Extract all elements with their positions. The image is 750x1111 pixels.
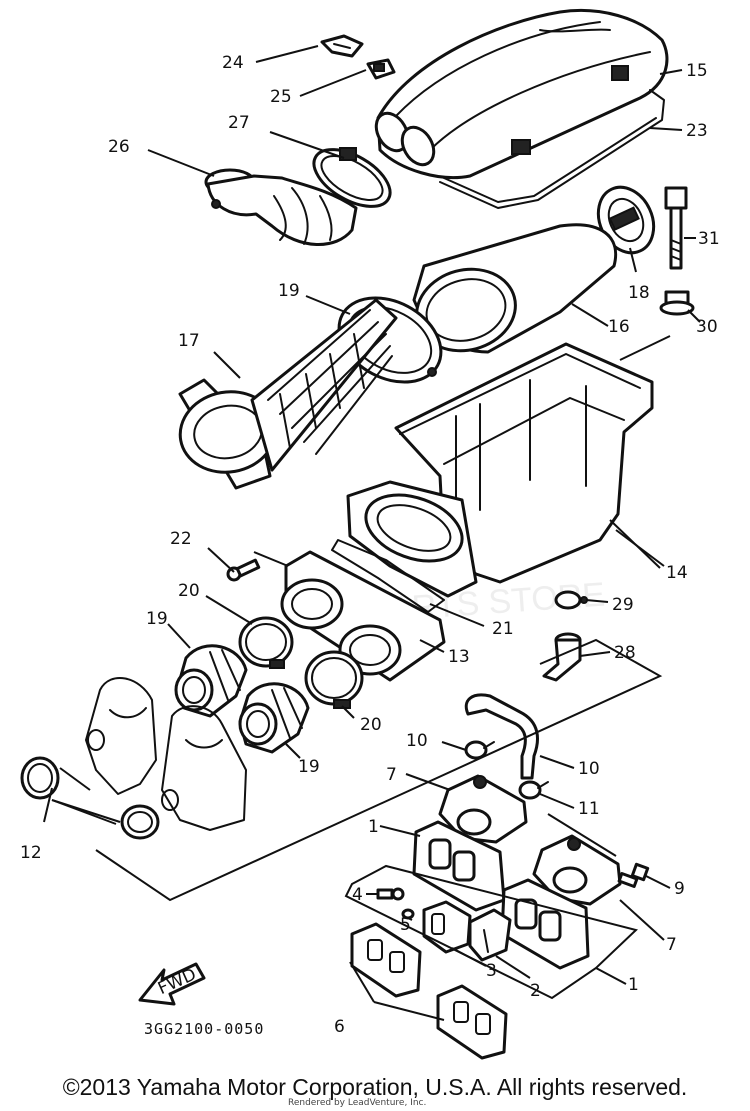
copyright-notice: ©2013 Yamaha Motor Corporation, U.S.A. A… — [62, 1074, 688, 1100]
callout-15[interactable]: 16 — [608, 317, 630, 337]
bolt-part-8[interactable] — [617, 862, 650, 888]
drain-part-28[interactable] — [542, 632, 582, 682]
clamp-part-11-upper[interactable] — [20, 756, 60, 800]
reed-stopper-part-2[interactable] — [468, 908, 512, 962]
callout-30[interactable]: 30 — [696, 317, 718, 337]
callout-1-upper[interactable]: 1 — [368, 817, 379, 837]
clamp-part-11-lower[interactable] — [120, 804, 160, 840]
callout-7-upper[interactable]: 7 — [386, 765, 397, 785]
callout-3[interactable]: 3 — [486, 961, 497, 981]
callout-31[interactable]: 31 — [698, 229, 720, 249]
callout-24[interactable]: 24 — [222, 53, 244, 73]
callout-7-lower[interactable]: 7 — [666, 935, 677, 955]
callout-14[interactable]: 15 — [686, 61, 708, 81]
callout-18[interactable]: 19 — [278, 281, 300, 301]
clip-part-24[interactable] — [320, 34, 364, 58]
carb-boot-part-19-upper[interactable] — [174, 644, 248, 718]
callout-9[interactable]: 10 — [578, 759, 600, 779]
callout-25[interactable]: 25 — [270, 87, 292, 107]
callout-29[interactable]: 29 — [612, 595, 634, 615]
callout-10-upper[interactable]: 10 — [406, 731, 428, 751]
callout-20-lower[interactable]: 20 — [360, 715, 382, 735]
callout-27[interactable]: 27 — [228, 113, 250, 133]
screw-part-22[interactable] — [226, 558, 261, 582]
callout-26[interactable]: 26 — [108, 137, 130, 157]
gasket-part-6-right[interactable] — [436, 984, 508, 1060]
fwd-arrow-label: FWD — [155, 965, 199, 999]
callout-8[interactable]: 9 — [674, 879, 685, 899]
gasket-part-21[interactable] — [331, 539, 445, 613]
cap-seal-part-23[interactable] — [439, 89, 665, 209]
carburetor-joint-part-12[interactable] — [280, 550, 446, 682]
grommet-part-30[interactable] — [659, 290, 695, 316]
callout-12[interactable]: 13 — [448, 647, 470, 667]
rendered-by-attribution: Rendered by LeadVenture, Inc. — [288, 1098, 427, 1108]
filter-element-part-15[interactable] — [407, 223, 618, 362]
callout-1-lower[interactable]: 1 — [628, 975, 639, 995]
callout-20-upper[interactable]: 20 — [178, 581, 200, 601]
callout-6[interactable]: 6 — [334, 1017, 345, 1037]
callout-16[interactable]: 17 — [178, 331, 200, 351]
callout-28[interactable]: 28 — [614, 643, 636, 663]
bracket-part-25[interactable] — [366, 58, 396, 80]
cone-filter-part-16[interactable] — [174, 298, 398, 490]
callout-4[interactable]: 4 — [352, 885, 363, 905]
breather-hose-part-9[interactable] — [464, 693, 539, 780]
bolt-part-31[interactable] — [664, 186, 688, 270]
callout-13[interactable]: 14 — [666, 563, 688, 583]
clamp-part-20-upper[interactable] — [238, 616, 294, 669]
reed-part-3[interactable] — [422, 900, 472, 954]
intake-duct-part-26[interactable] — [204, 168, 358, 246]
callout-21[interactable]: 21 — [492, 619, 514, 639]
carburetor-reference — [85, 677, 247, 831]
callout-leaders — [147, 45, 701, 985]
fwd-arrow: FWD — [138, 962, 206, 1006]
callout-10-lower[interactable]: 11 — [578, 799, 600, 819]
hose-clip-part-10-lower[interactable] — [518, 780, 549, 800]
intake-manifold-part-7-right[interactable] — [532, 834, 622, 906]
callout-23[interactable]: 23 — [686, 121, 708, 141]
callout-5[interactable]: 5 — [400, 915, 411, 935]
callout-22[interactable]: 22 — [170, 529, 192, 549]
hose-clamp-part-27[interactable] — [305, 138, 400, 218]
clamp-part-20-lower[interactable] — [304, 650, 364, 709]
callout-2[interactable]: 2 — [530, 981, 541, 1001]
air-box-case-part-13[interactable] — [346, 342, 654, 598]
callout-19-lower[interactable]: 19 — [298, 757, 320, 777]
callout-19-upper[interactable]: 19 — [146, 609, 168, 629]
drawing-code: 3GG2100-0050 — [144, 1020, 264, 1038]
hose-clip-part-10-upper[interactable] — [464, 740, 495, 760]
callout-11[interactable]: 12 — [20, 843, 42, 863]
air-box-cap-part-14[interactable] — [370, 8, 669, 180]
callout-17[interactable]: 18 — [628, 283, 650, 303]
intake-manifold-part-7-left[interactable] — [438, 774, 528, 844]
screw-part-4[interactable] — [376, 887, 405, 901]
carb-boot-part-19-lower[interactable] — [238, 682, 310, 754]
plug-part-29[interactable] — [554, 590, 588, 610]
callout-labels: 24 25 27 26 15 23 18 31 30 16 19 17 14 2… — [20, 53, 720, 1037]
